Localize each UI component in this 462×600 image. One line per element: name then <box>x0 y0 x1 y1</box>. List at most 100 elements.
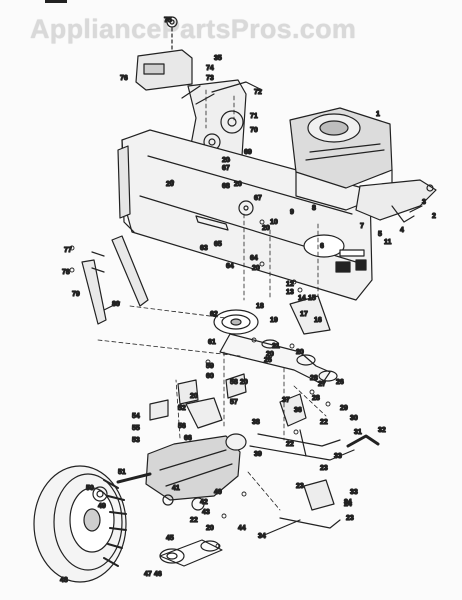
callout: 26 <box>336 379 344 386</box>
callout: 51 <box>118 469 126 476</box>
callout: 37 <box>282 397 290 404</box>
callout: 22 <box>286 441 294 448</box>
callout: 25 <box>264 357 272 364</box>
clutch-brake-linkage <box>249 393 380 537</box>
assembly-lines <box>97 89 327 511</box>
callout: 65 <box>214 241 222 248</box>
callout: 20 <box>206 525 214 532</box>
callout: 46 <box>154 571 162 578</box>
callout: 34 <box>258 533 266 540</box>
callout: 39 <box>254 451 262 458</box>
callout: 54 <box>132 413 140 420</box>
callout: 77 <box>64 247 72 254</box>
callout: 60 <box>206 373 214 380</box>
callout: 32 <box>378 427 386 434</box>
callout: 53 <box>132 437 140 444</box>
callout: 69 <box>244 149 252 156</box>
brake-bracket <box>149 373 247 421</box>
callout: 20 <box>262 225 270 232</box>
transmission-pulley <box>159 539 223 567</box>
callout: 11 <box>384 239 392 246</box>
watermark: AppliancePartsPros.com <box>30 14 357 44</box>
callout: 62 <box>210 311 218 318</box>
callout: 21 <box>272 343 280 350</box>
callout: 78 <box>62 269 70 276</box>
callout: 3 <box>422 199 426 206</box>
callout: 68 <box>222 183 230 190</box>
callout: 44 <box>238 525 246 532</box>
callout: 30 <box>350 415 358 422</box>
callout: 33 <box>350 489 358 496</box>
callout: 34 <box>344 499 352 506</box>
callout: 8 <box>312 205 316 212</box>
callout: 22 <box>190 517 198 524</box>
callout: 5 <box>378 231 382 238</box>
callout: 80 <box>112 301 120 308</box>
callout: 20 <box>166 181 174 188</box>
callout: 15 <box>308 295 316 302</box>
callout: 24 <box>344 501 352 508</box>
callout: 2 <box>432 213 436 220</box>
callout: 79 <box>72 291 80 298</box>
callout: 6 <box>320 243 324 250</box>
callout: 27 <box>318 381 326 388</box>
callout: 45 <box>166 535 174 542</box>
fuel-tank <box>135 16 193 91</box>
callout: 70 <box>250 127 258 134</box>
callout: 31 <box>354 429 362 436</box>
callout: 72 <box>254 89 262 96</box>
drive-belt <box>213 295 338 385</box>
callout: 66 <box>184 435 192 442</box>
callout: 49 <box>98 503 106 510</box>
callout: 67 <box>254 195 262 202</box>
callout: 50 <box>86 485 94 492</box>
callout: 17 <box>300 311 308 318</box>
callout: 14 <box>298 295 306 302</box>
callout: 43 <box>202 509 210 516</box>
callout: 1 <box>376 111 380 118</box>
callout: 20 <box>296 349 304 356</box>
callout: 73 <box>206 75 214 82</box>
callout: 4 <box>400 227 404 234</box>
callout: 22 <box>320 419 328 426</box>
callout: 16 <box>314 317 322 324</box>
callout: 20 <box>240 379 248 386</box>
callout: 56 <box>178 423 186 430</box>
callout: 41 <box>172 485 180 492</box>
callout: 23 <box>320 465 328 472</box>
engine <box>289 107 393 211</box>
callout: 36 <box>294 407 302 414</box>
callout: 23 <box>296 483 304 490</box>
fastener-markers <box>69 157 331 549</box>
callout: 61 <box>208 339 216 346</box>
callout: 20 <box>234 181 242 188</box>
callout: 33 <box>334 453 342 460</box>
callout: 64 <box>250 255 258 262</box>
callout: 64 <box>226 263 234 270</box>
callout: 20 <box>266 351 274 358</box>
callout: 28 <box>310 375 318 382</box>
callout: 10 <box>270 219 278 226</box>
front-bracket <box>355 179 437 223</box>
callout: 76 <box>120 75 128 82</box>
callout: 71 <box>250 113 258 120</box>
callout: 20 <box>252 265 260 272</box>
callout: 42 <box>200 499 208 506</box>
callout: 48 <box>60 577 68 584</box>
top-edge-mark <box>45 0 67 3</box>
callout: 19 <box>270 317 278 324</box>
callout: 58 <box>230 379 238 386</box>
callout: 28 <box>312 395 320 402</box>
callout: 52 <box>178 405 186 412</box>
callout: 63 <box>200 245 208 252</box>
callout: 29 <box>340 405 348 412</box>
callout: 40 <box>214 489 222 496</box>
transaxle <box>116 397 247 511</box>
shift-rods <box>81 235 149 325</box>
callout: 20 <box>190 393 198 400</box>
main-frame <box>117 129 373 301</box>
callout: 7 <box>360 223 364 230</box>
callout: 9 <box>290 209 294 216</box>
callout: 47 <box>144 571 152 578</box>
